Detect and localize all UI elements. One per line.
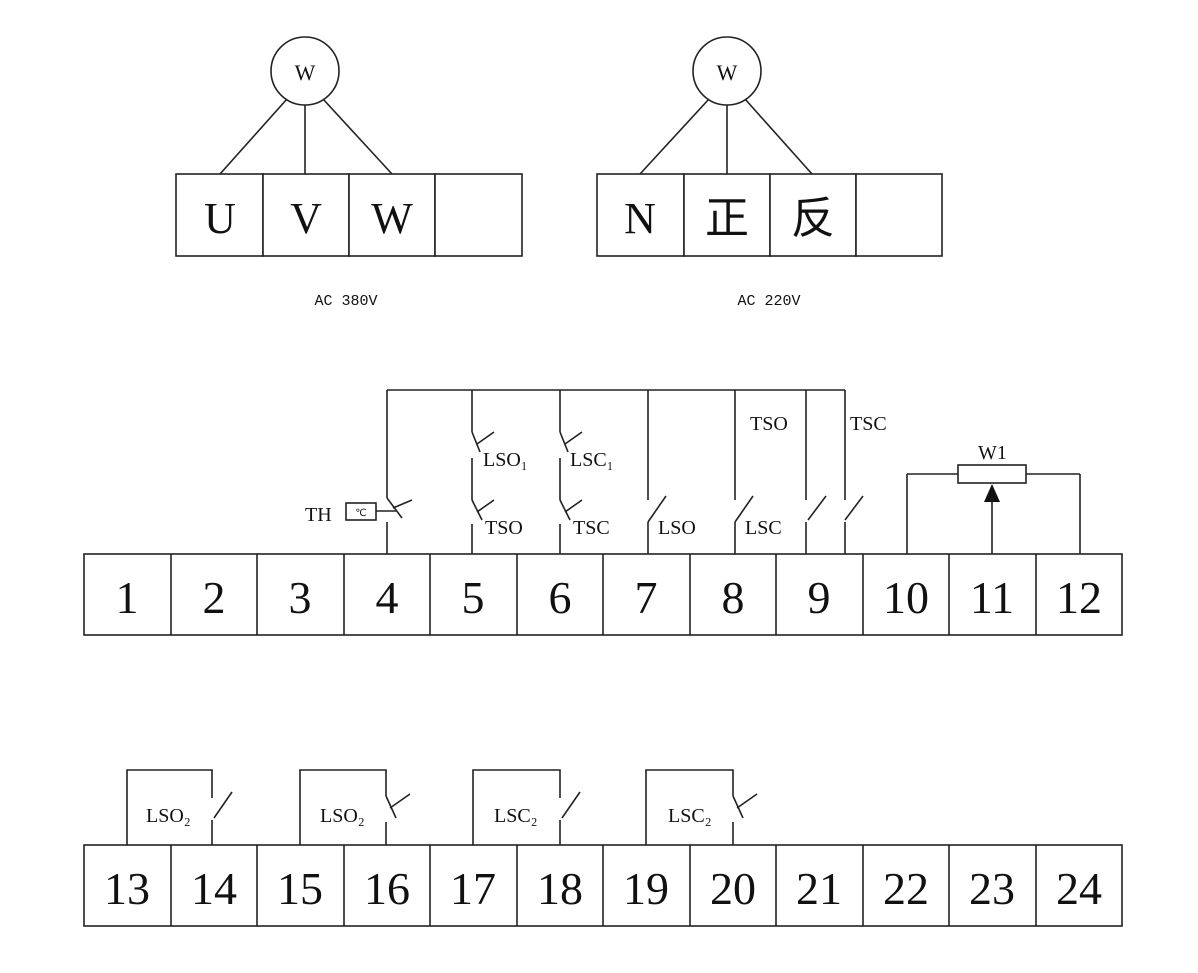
motor-lead-reverse	[744, 98, 813, 175]
lsc8-contact	[734, 495, 754, 523]
label-lso1: LSO₁	[483, 449, 528, 471]
tsc9-contact	[844, 495, 864, 521]
tsc6-contact	[559, 499, 571, 521]
terminal-1: 1	[116, 572, 139, 623]
terminal-9: 9	[808, 572, 831, 623]
terminal-2: 2	[203, 572, 226, 623]
lsc1-contact-bar	[564, 431, 583, 445]
label-lsc1: LSC₁	[570, 449, 614, 471]
aux-loop-15-16	[299, 769, 387, 845]
terminal-spare-380	[434, 173, 523, 257]
ac220-supply-group: W N 正 反 AC 220V	[596, 36, 943, 310]
terminal-20: 20	[710, 863, 756, 914]
w1-resistor	[957, 464, 1027, 484]
terminal-8: 8	[722, 572, 745, 623]
terminal-spare-220	[855, 173, 943, 257]
terminal-6: 6	[549, 572, 572, 623]
terminal-10: 10	[883, 572, 929, 623]
tso5-contact-bar	[476, 499, 495, 513]
terminal-4: 4	[376, 572, 399, 623]
label-w1: W1	[978, 442, 1007, 464]
terminal-5: 5	[462, 572, 485, 623]
lso1-contact	[471, 431, 481, 453]
tsc6-contact-bar	[564, 499, 583, 513]
terminal-label-reverse: 反	[791, 194, 835, 243]
terminal-label-u: U	[204, 194, 236, 243]
terminal-7: 7	[635, 572, 658, 623]
terminal-18: 18	[537, 863, 583, 914]
label-tso-top: TSO	[750, 413, 788, 435]
terminal-16: 16	[364, 863, 410, 914]
motor-label-220: W	[717, 60, 738, 85]
aux-loop-17-18	[472, 769, 561, 845]
terminal-3: 3	[289, 572, 312, 623]
control-wiring: ℃ TH LSO₁ TSO LSC₁ TSC LSO LSC	[305, 389, 1081, 554]
label-tsc-6: TSC	[573, 517, 610, 539]
terminal-13: 13	[104, 863, 150, 914]
motor-lead-u	[219, 98, 288, 175]
terminal-12: 12	[1056, 572, 1102, 623]
terminal-label-v: V	[290, 194, 322, 243]
label-aux-lsc2-a: LSC₂	[494, 805, 538, 827]
caption-ac220: AC 220V	[737, 293, 800, 310]
aux-wiring: LSO₂ LSO₂ LSC₂ LSC₂	[126, 769, 758, 845]
label-tso-5: TSO	[485, 517, 523, 539]
terminal-14: 14	[191, 863, 237, 914]
lsc1-contact	[559, 431, 569, 453]
tso5-contact	[471, 499, 483, 521]
aux-loop-13-14	[126, 769, 213, 845]
terminal-label-n: N	[624, 194, 656, 243]
aux-contact-16-bar	[389, 793, 411, 809]
aux-contact-14	[213, 791, 233, 819]
terminal-reverse	[769, 173, 857, 257]
terminal-u	[175, 173, 264, 257]
aux-contact-18	[561, 791, 581, 819]
terminal-11: 11	[970, 572, 1014, 623]
terminal-w	[348, 173, 436, 257]
w1-wiper-arrow	[984, 484, 1000, 502]
aux-loop-19-20	[645, 769, 734, 845]
terminal-label-forward: 正	[705, 194, 749, 243]
terminal-17: 17	[450, 863, 496, 914]
th-symbol: ℃	[355, 508, 366, 519]
terminal-23: 23	[969, 863, 1015, 914]
motor-label-380: W	[295, 60, 316, 85]
terminal-label-w: W	[371, 194, 413, 243]
motor-lead-w	[322, 98, 393, 175]
control-terminal-strip: 1 2 3 4 5 6 7 8 9 10 11 12	[83, 553, 1123, 636]
ac380-supply-group: W U V W AC 380V	[175, 36, 523, 310]
terminal-v	[262, 173, 350, 257]
terminal-24: 24	[1056, 863, 1102, 914]
aux-contact-20-bar	[736, 793, 758, 809]
label-aux-lsc2-b: LSC₂	[668, 805, 712, 827]
lso7-contact	[647, 495, 667, 523]
label-aux-lso2-b: LSO₂	[320, 805, 365, 827]
terminal-15: 15	[277, 863, 323, 914]
label-lso-7: LSO	[658, 517, 696, 539]
caption-ac380: AC 380V	[314, 293, 377, 310]
terminal-21: 21	[796, 863, 842, 914]
label-th: TH	[305, 504, 332, 526]
terminal-19: 19	[623, 863, 669, 914]
label-tsc-top: TSC	[850, 413, 887, 435]
aux-terminal-strip: 13 14 15 16 17 18 19 20 21 22 23 24	[83, 844, 1123, 927]
th-contact-bar	[392, 499, 413, 509]
motor-lead-n	[639, 98, 710, 175]
terminal-22: 22	[883, 863, 929, 914]
tso9-contact	[807, 495, 827, 521]
label-aux-lso2-a: LSO₂	[146, 805, 191, 827]
label-lsc-8: LSC	[745, 517, 782, 539]
lso1-contact-bar	[476, 431, 495, 445]
